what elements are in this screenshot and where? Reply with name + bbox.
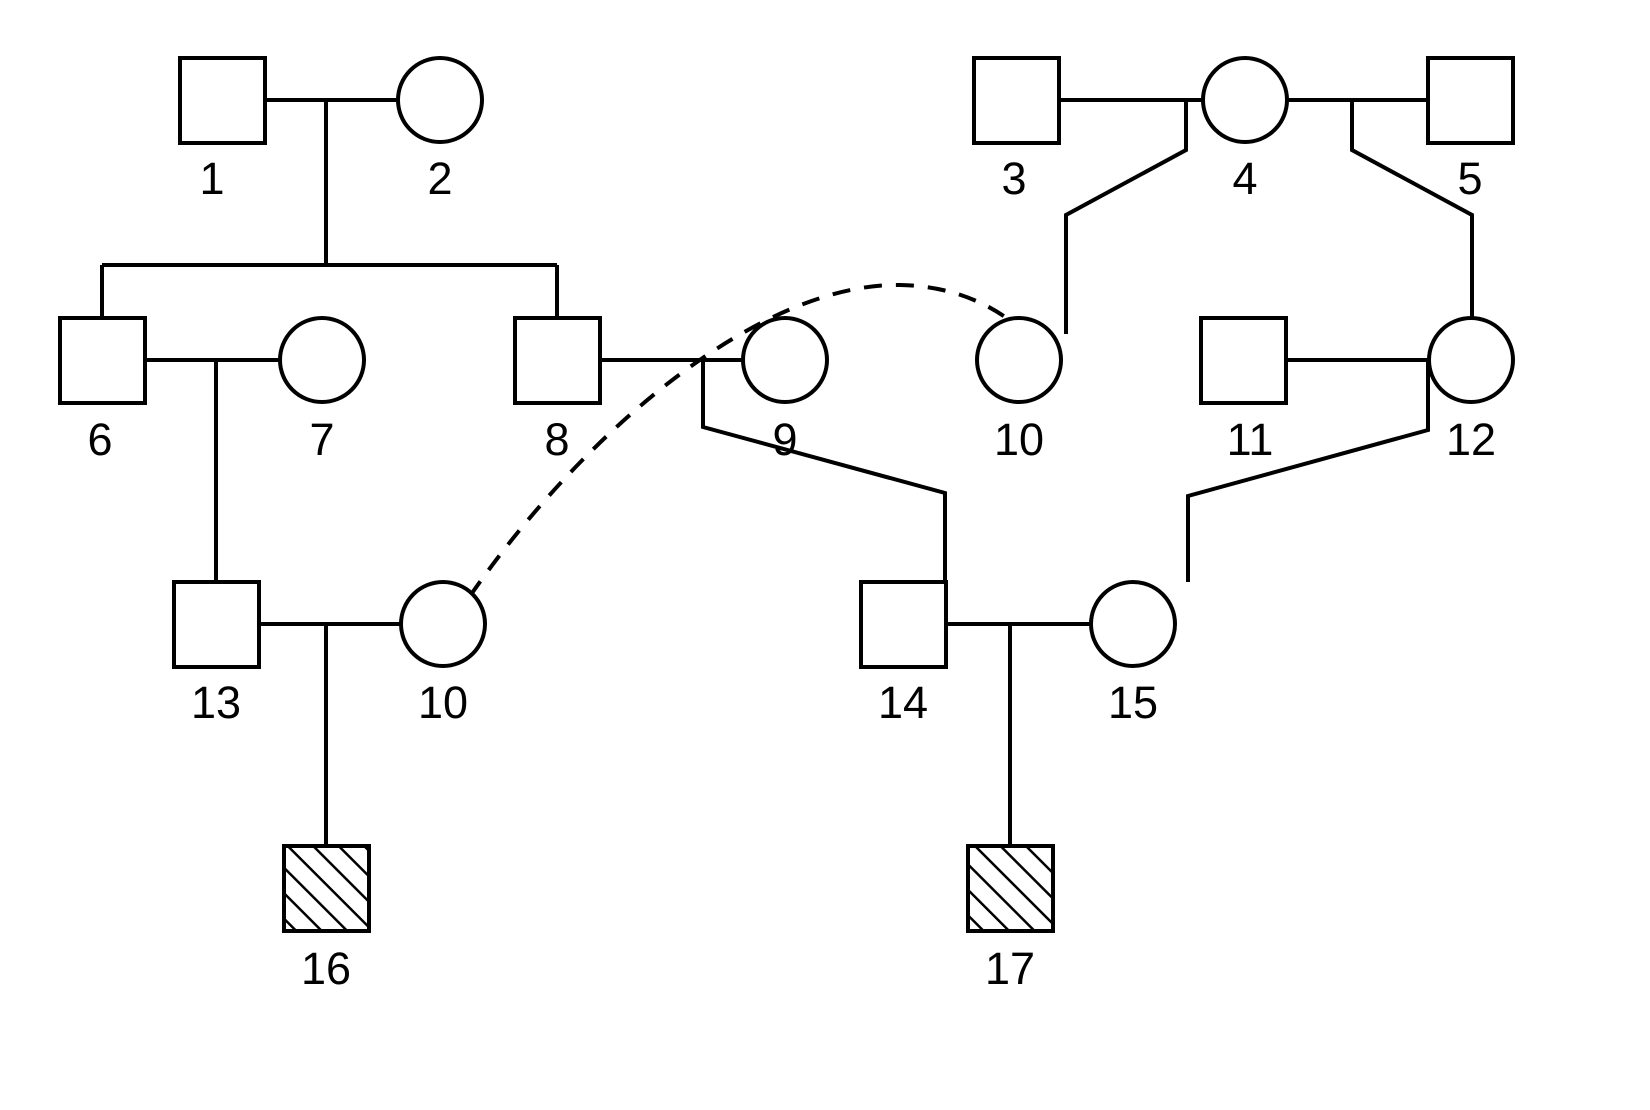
symbol-female-10-top[interactable] (975, 316, 1063, 404)
id-label-1: 1 (199, 153, 224, 204)
descent-path-3-4-to-10 (1064, 100, 1188, 334)
descent-path-8-9-to-14 (701, 360, 947, 582)
id-label-14: 14 (878, 677, 928, 728)
symbol-male-14[interactable] (859, 580, 948, 669)
id-label-17: 17 (985, 943, 1035, 994)
id-label-10-bottom: 10 (418, 677, 468, 728)
id-label-4: 4 (1232, 153, 1257, 204)
id-label-3: 3 (1001, 153, 1026, 204)
descent-path-11-12-to-15 (1186, 360, 1430, 582)
id-label-9: 9 (772, 414, 797, 465)
id-label-15: 15 (1108, 677, 1158, 728)
id-label-8: 8 (544, 414, 569, 465)
generation-1-connectors (100, 98, 1474, 334)
generation-3-connectors (259, 622, 1091, 846)
descent-path-4-5-to-12 (1350, 100, 1474, 318)
symbol-female-4[interactable] (1201, 56, 1289, 144)
symbol-female-10-bottom[interactable] (399, 580, 487, 668)
symbol-male-affected-16[interactable] (282, 844, 371, 933)
id-label-7: 7 (309, 414, 334, 465)
symbol-male-affected-17[interactable] (966, 844, 1055, 933)
symbol-female-7[interactable] (278, 316, 366, 404)
id-label-11: 11 (1227, 414, 1274, 465)
id-label-6: 6 (87, 414, 112, 465)
symbol-male-13[interactable] (172, 580, 261, 669)
id-label-12: 12 (1446, 414, 1496, 465)
symbol-male-6[interactable] (58, 316, 147, 405)
identity-dashed-arc-10-to-10 (468, 282, 1026, 598)
symbol-male-5[interactable] (1426, 56, 1515, 145)
id-label-2: 2 (427, 153, 452, 204)
symbol-female-15[interactable] (1089, 580, 1177, 668)
symbol-female-2[interactable] (396, 56, 484, 144)
id-labels-layer: 1 2 3 4 5 6 7 8 9 10 11 12 13 10 14 15 1… (87, 153, 1496, 994)
symbol-female-12[interactable] (1427, 316, 1515, 404)
symbol-male-3[interactable] (972, 56, 1061, 145)
symbol-male-1[interactable] (178, 56, 267, 145)
id-label-13: 13 (191, 677, 241, 728)
generation-2-connectors (145, 358, 1430, 582)
symbol-female-9[interactable] (741, 316, 829, 404)
symbols-layer (58, 56, 1515, 933)
id-label-16: 16 (301, 943, 351, 994)
id-label-5: 5 (1457, 153, 1482, 204)
id-label-10-top: 10 (994, 414, 1044, 465)
symbol-male-11[interactable] (1199, 316, 1288, 405)
symbol-male-8[interactable] (513, 316, 602, 405)
